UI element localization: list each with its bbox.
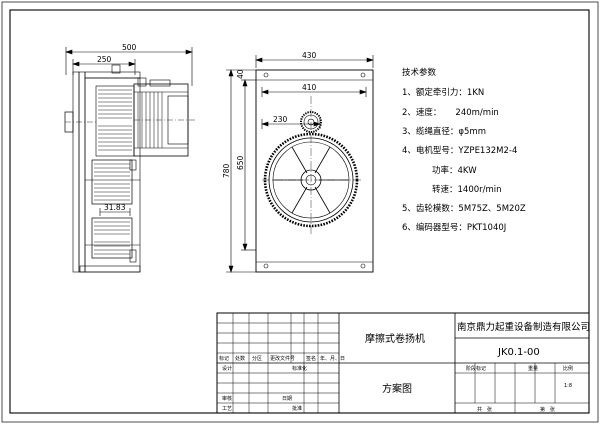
scale-value: 1:8 (564, 383, 572, 389)
label-review: 审核 (222, 395, 232, 402)
rev-header-zone: 分区 (252, 355, 262, 362)
spec-value-1: 1KN (467, 88, 484, 98)
drawing-name: 摩擦式卷扬机 (365, 332, 425, 345)
spec-value-6: 1400r/min (458, 185, 502, 195)
side-dim-230: 230 (273, 115, 288, 124)
spec-value-4: YZPE132M2-4 (457, 146, 517, 156)
rev-header-count: 处数 (235, 355, 245, 362)
side-view (226, 55, 374, 273)
rev-header-change-doc: 更改文件号 (270, 355, 295, 362)
title-block (216, 312, 590, 414)
spec-item-rope-diameter: 3、缆绳直径：φ5mm (402, 126, 486, 137)
spec-heading: 技术参数 (402, 67, 437, 78)
label-standardize: 标准化 (292, 365, 307, 372)
label-approve: 批准 (292, 405, 302, 412)
spec-value-7: 5M75Z、5M20Z (458, 204, 525, 214)
spec-item-encoder: 6、编码器型号：PKT1040J (402, 222, 506, 233)
side-dim-650: 650 (236, 155, 245, 170)
front-dim-250: 250 (97, 55, 112, 64)
side-dim-780: 780 (222, 163, 231, 178)
spec-item-motor-model: 4、电机型号：YZPE132M2-4 (402, 145, 517, 156)
rev-header-mark: 标记 (219, 355, 229, 362)
drawing-number: JK0.1-00 (497, 347, 540, 358)
spec-value-8: PKT1040J (467, 223, 506, 233)
side-dim-410: 410 (302, 83, 317, 92)
side-dim-430: 430 (302, 51, 317, 60)
spec-item-power: 功率：4KW (432, 165, 477, 176)
label-weight: 重量 (528, 365, 538, 372)
spec-item-rated-force: 1、额定牵引力：1KN (402, 87, 484, 98)
label-designer: 设计 (222, 365, 232, 372)
label-scale: 比例 (563, 365, 573, 372)
front-dim-500: 500 (122, 43, 137, 52)
spec-item-gear-module: 5、齿轮模数：5M75Z、5M20Z (402, 203, 526, 214)
spec-value-2: 240m/min (455, 108, 498, 118)
front-dim-31-83: 31.83 (104, 203, 126, 212)
spec-label-5: 功率： (432, 165, 458, 176)
spec-label-2: 2、速度： (402, 107, 441, 118)
spec-label-7: 5、齿轮模数： (402, 203, 458, 214)
rev-header-date: 年、月、日 (320, 355, 345, 362)
spec-list: 技术参数 1、额定牵引力：1KN 2、速度： 240m/min 3、缆绳直径：φ5… (402, 67, 526, 233)
spec-label-3: 3、缆绳直径： (402, 126, 458, 137)
spec-label-6: 转速： (432, 184, 458, 195)
rev-header-signature: 签名 (306, 355, 316, 362)
label-sheets-total: 共 张 (477, 406, 492, 413)
company-name: 南京鼎力起重设备制造有限公司 (457, 321, 590, 333)
spec-label-1: 1、额定牵引力： (402, 87, 467, 98)
label-sheet-number: 第 张 (540, 406, 555, 413)
spec-item-rpm: 转速：1400r/min (432, 184, 502, 195)
label-stage: 阶段标记 (466, 365, 486, 372)
drawing-type: 方案图 (382, 382, 412, 395)
spec-item-speed: 2、速度： 240m/min (402, 107, 499, 118)
side-dim-40: 40 (236, 69, 245, 79)
spec-value-5: 4KW (458, 166, 478, 176)
label-date: 日期 (282, 396, 292, 402)
spec-label-4: 4、电机型号： (402, 145, 458, 156)
label-process: 工艺 (222, 406, 232, 412)
spec-label-8: 6、编码器型号： (402, 222, 467, 233)
revision-headers: 标记 处数 分区 更改文件号 签名 年、月、日 (219, 355, 345, 362)
front-view (64, 47, 196, 273)
spec-value-3: φ5mm (458, 127, 486, 137)
